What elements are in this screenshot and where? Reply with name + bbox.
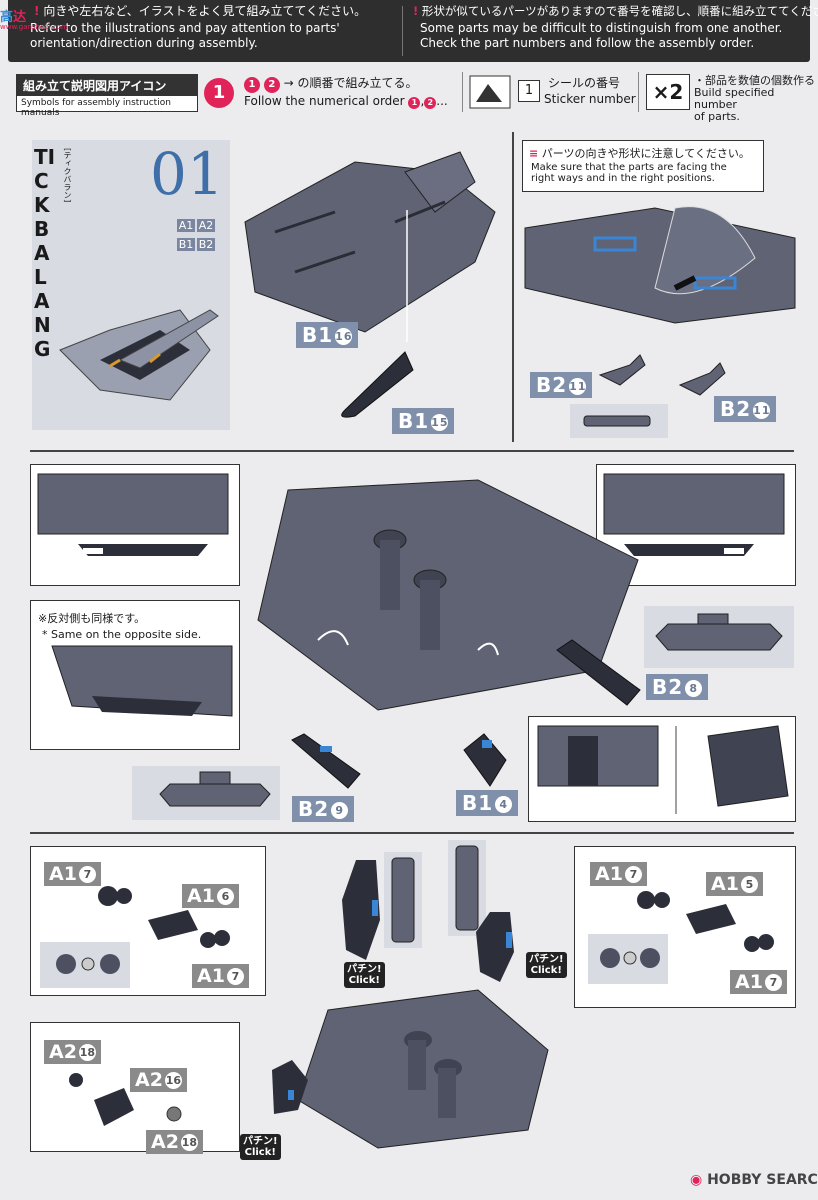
- main-frame-top-drawing: [244, 151, 496, 342]
- b2-9-part-drawing: [291, 733, 361, 789]
- header-right-en-2: Check the part numbers and follow the as…: [420, 36, 755, 50]
- orientation-note-jp: パーツの向きや形状に注意してください。: [541, 147, 750, 160]
- b2-11-detail-drawing: [583, 415, 651, 427]
- leg-detail-drawing-2: [455, 845, 479, 931]
- tickbalang-drawing: [59, 309, 219, 401]
- runner-b2: B2: [197, 238, 215, 251]
- main-frame-final-drawing: [297, 989, 549, 1149]
- build-jp: ・部品を数値の個数作る: [694, 74, 815, 87]
- sticker-number-box: 1: [518, 80, 540, 102]
- b1-4-part-drawing: [463, 733, 507, 787]
- orientation-note-en-1: Make sure that the parts are facing the: [531, 162, 727, 173]
- leg-detail-drawing-1: [391, 857, 415, 943]
- sticker-jp: シールの番号: [548, 76, 621, 90]
- section1-divider: [512, 132, 514, 442]
- multiply-icon: ×2: [646, 74, 690, 110]
- orientation-note-box: ≡ パーツの向きや形状に注意してください。 Make sure that the…: [522, 140, 764, 192]
- b1-4-detail-drawing: [537, 725, 789, 814]
- watermark-logo: 高达: [0, 10, 27, 25]
- opposite-side-drawing: [51, 645, 233, 717]
- header-right-en-1: Some parts may be difficult to distingui…: [420, 21, 783, 35]
- click-label-1: パチン!Click!: [344, 962, 385, 988]
- symbols-title-box: 組み立て説明図用アイコン Symbols for assembly instru…: [16, 74, 198, 118]
- header-left-jp: ! 向きや左右など、イラストをよく見て組み立ててください。: [34, 4, 367, 18]
- section-divider-2: [30, 832, 794, 834]
- header-left-en-2: orientation/direction during assembly.: [30, 36, 258, 50]
- watermark-url: www.ganshobi.com: [0, 23, 68, 31]
- step-number: 01: [150, 140, 224, 208]
- side-detail-left-drawing: [37, 473, 229, 556]
- leg-part-drawing-1: [342, 860, 380, 960]
- runner-a1: A1: [177, 219, 195, 232]
- symbols-title-en: Symbols for assembly instruction manuals: [21, 98, 171, 118]
- leg-part-drawing-2: [476, 912, 514, 982]
- header-bar: ! 向きや左右など、イラストをよく見て組み立ててください。 Refer to t…: [8, 0, 818, 62]
- kit-name-ruby: [ティクバラン]: [63, 148, 72, 203]
- runner-b1: B1: [177, 238, 195, 251]
- order-icon: 1: [204, 78, 234, 108]
- brand-icon: ◉: [690, 1172, 703, 1188]
- b2-8-part-drawing: [556, 639, 641, 706]
- header-right-jp: ! 形状が似ているパーツがありますので番号を確認し、順番に組み立ててください。: [413, 4, 818, 18]
- runner-a2: A2: [197, 219, 215, 232]
- symbols-row: 組み立て説明図用アイコン Symbols for assembly instru…: [8, 70, 815, 123]
- b2-9-detail-drawing: [159, 771, 271, 807]
- frame-detail-drawing: [524, 206, 796, 324]
- b2-8-detail-drawing: [655, 613, 783, 651]
- symbols-title-jp: 組み立て説明図用アイコン: [17, 75, 197, 96]
- sticker-icon: [469, 75, 511, 109]
- opposite-note-en: * Same on the opposite side.: [42, 628, 202, 641]
- section-divider-1: [30, 450, 794, 452]
- a2-assembly-drawing: [69, 1073, 182, 1126]
- header-divider: [402, 6, 403, 56]
- b2-11-parts-drawing: [598, 354, 726, 396]
- header-left-en-1: Refer to the illustrations and pay atten…: [30, 21, 340, 35]
- footer-brand: ◉ HOBBY SEARCH: [690, 1172, 818, 1188]
- a1-assembly-right-drawing: [600, 891, 774, 968]
- side-detail-right-drawing: [603, 473, 785, 556]
- a1-assembly-left-drawing: [56, 886, 230, 974]
- sticker-en: Sticker number: [544, 92, 636, 106]
- order-en: Follow the numerical order 1,2...: [244, 94, 448, 109]
- nose-part-drawing: [341, 351, 414, 418]
- opposite-note-jp: ※反対側も同様です。: [38, 612, 146, 625]
- click-label-3: パチン!Click!: [240, 1134, 281, 1160]
- kit-name: TICKBALANG: [34, 145, 56, 361]
- orientation-note-en-2: right ways and in the right positions.: [531, 173, 715, 184]
- a2-part-drawing: [272, 1060, 308, 1114]
- click-label-2: パチン!Click!: [526, 952, 567, 978]
- order-jp: 1 2 → の順番で組み立てる。: [244, 74, 418, 93]
